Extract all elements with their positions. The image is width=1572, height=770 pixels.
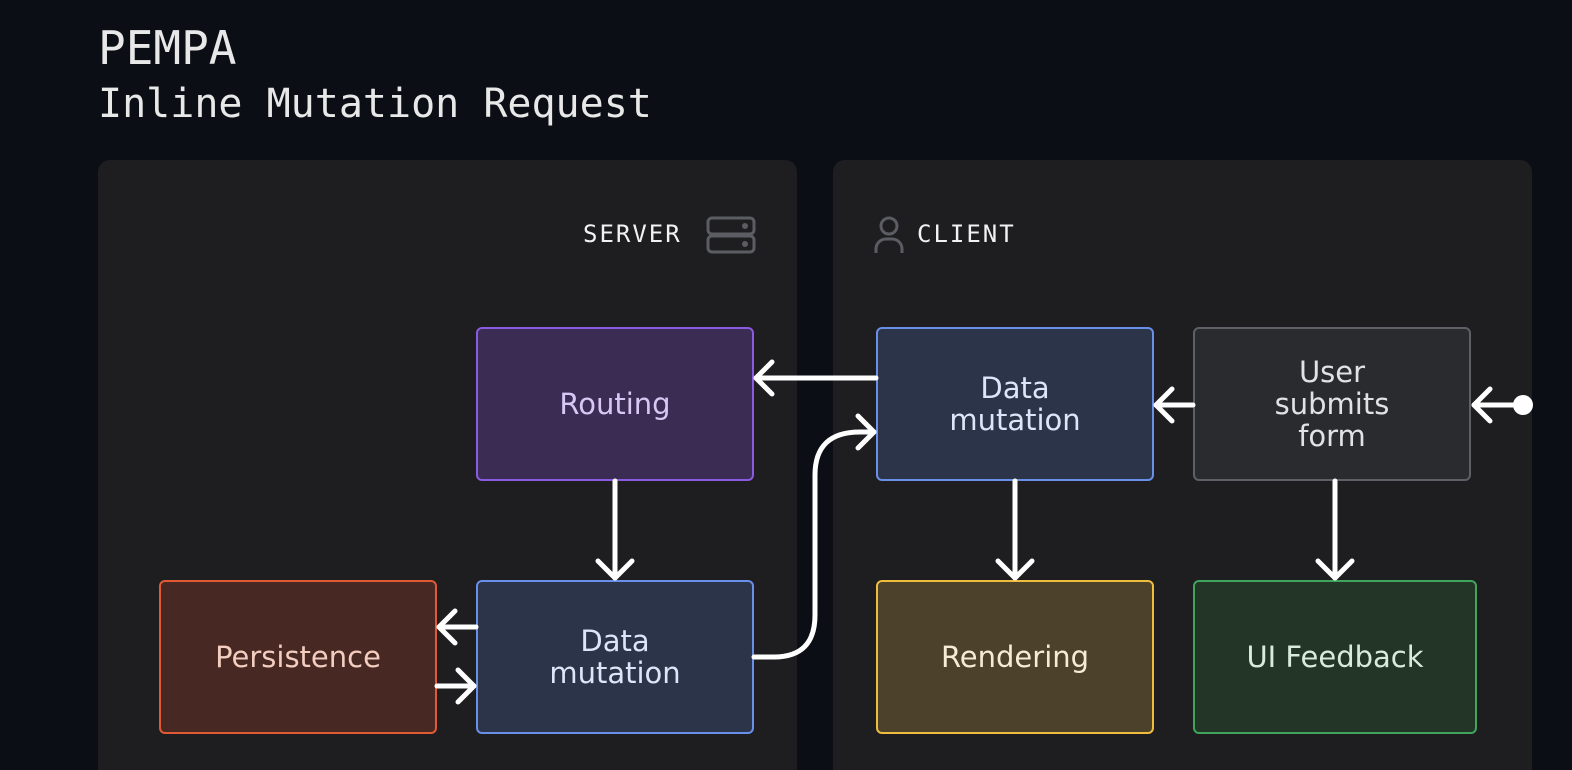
arrow-client-mutation-to-rendering xyxy=(995,478,1035,581)
persistence-node: Persistence xyxy=(159,580,437,734)
server-icon xyxy=(706,216,756,254)
arrow-client-mutation-to-routing xyxy=(753,359,879,397)
entry-point-dot xyxy=(1513,395,1533,415)
arrow-persistence-to-server-mutation xyxy=(434,667,477,705)
rendering-node: Rendering xyxy=(876,580,1154,734)
server-label: SERVER xyxy=(583,220,682,248)
arrow-routing-to-server-mutation xyxy=(595,478,635,581)
arrow-server-mutation-to-persistence xyxy=(436,608,479,646)
user-submits-form-node: User submits form xyxy=(1193,327,1471,481)
ui-feedback-node: UI Feedback xyxy=(1193,580,1477,734)
user-icon xyxy=(874,216,904,253)
arrow-user-to-client-mutation xyxy=(1153,386,1196,424)
diagram-title: PEMPA xyxy=(98,21,237,75)
arrow-user-to-ui-feedback xyxy=(1315,478,1355,581)
client-label: CLIENT xyxy=(917,220,1016,248)
arrow-server-mutation-to-client-mutation xyxy=(751,413,877,660)
diagram-subtitle: Inline Mutation Request xyxy=(98,81,652,127)
